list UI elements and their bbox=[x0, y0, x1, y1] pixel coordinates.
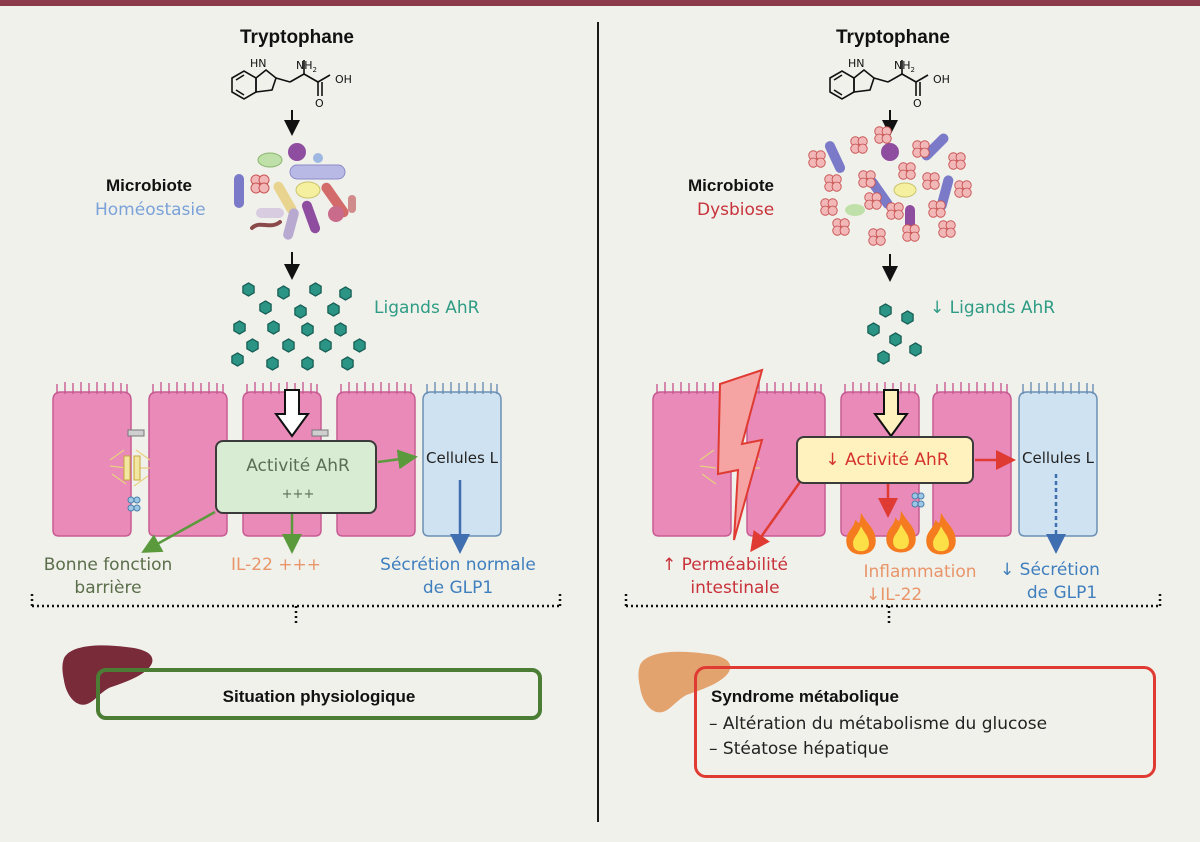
left-ligands-label: Ligands AhR bbox=[374, 298, 480, 318]
left-glp1-line2: de GLP1 bbox=[422, 578, 494, 598]
right-dysbiosis-label: Dysbiose bbox=[697, 200, 775, 220]
left-glp1-line1: Sécrétion normale bbox=[380, 555, 536, 575]
right-outcome-item1: – Altération du métabolisme du glucose bbox=[709, 714, 1048, 734]
down-arrow-icon: ↓ bbox=[866, 585, 881, 605]
down-arrow-icon: ↓ bbox=[825, 450, 840, 470]
right-tryptophane-label: Tryptophane bbox=[835, 27, 951, 48]
down-arrow-icon: ↓ bbox=[930, 298, 945, 318]
left-nh2-label: NH2 bbox=[296, 59, 317, 75]
right-perm-line1: ↑ Perméabilité bbox=[662, 555, 788, 575]
right-perm-line2: intestinale bbox=[690, 578, 780, 598]
left-ahr-activity-box: Activité AhR +++ bbox=[215, 440, 377, 514]
left-oh-label: OH bbox=[335, 73, 352, 86]
left-outcome-label: Situation physiologique bbox=[222, 687, 416, 706]
left-ahr-level: +++ bbox=[281, 487, 315, 502]
right-outcome-title: Syndrome métabolique bbox=[711, 687, 899, 706]
down-arrow-icon: ↓ bbox=[1000, 560, 1015, 580]
right-nh2-label: NH2 bbox=[894, 59, 915, 75]
epithelium-right bbox=[652, 381, 1098, 537]
right-outcome-box: Syndrome métabolique – Altération du mét… bbox=[694, 666, 1156, 778]
left-barrier-line2: barrière bbox=[74, 578, 142, 598]
right-oh-label: OH bbox=[933, 73, 950, 86]
right-microbiote-label: Microbiote bbox=[688, 176, 774, 195]
right-cells-l-label: Cellules L bbox=[1022, 449, 1094, 467]
panel-divider bbox=[597, 22, 599, 822]
ahr-ligands-left bbox=[231, 282, 366, 371]
right-glp1-line2: de GLP1 bbox=[1026, 583, 1098, 603]
left-barrier-line1: Bonne fonction bbox=[43, 555, 173, 575]
epithelium-left bbox=[52, 381, 502, 537]
up-arrow-icon: ↑ bbox=[662, 555, 677, 575]
left-ahr-activity-label: Activité AhR bbox=[246, 456, 350, 476]
right-ahr-activity-label: ↓ Activité AhR bbox=[825, 450, 949, 470]
right-outcome-item2: – Stéatose hépatique bbox=[709, 739, 889, 759]
right-il22-label: ↓IL-22 bbox=[866, 585, 923, 605]
left-il22-label: IL-22 +++ bbox=[230, 555, 322, 575]
right-ahr-activity-box: ↓ Activité AhR bbox=[796, 436, 974, 484]
left-o-label: O bbox=[315, 97, 324, 110]
left-homeostasis-label: Homéostasie bbox=[95, 200, 206, 220]
right-ligands-label: ↓ Ligands AhR bbox=[930, 298, 1056, 318]
left-outcome-box: Situation physiologique bbox=[96, 668, 542, 720]
left-tryptophane-label: Tryptophane bbox=[239, 27, 355, 48]
right-inflammation-label: Inflammation bbox=[863, 562, 977, 582]
right-glp1-line1: ↓ Sécrétion bbox=[1000, 560, 1100, 580]
top-accent-bar bbox=[0, 0, 1200, 6]
microbiota-healthy bbox=[234, 143, 356, 240]
ahr-ligands-right bbox=[867, 303, 922, 365]
left-cells-l-label: Cellules L bbox=[426, 449, 498, 467]
left-microbiote-label: Microbiote bbox=[106, 176, 192, 195]
right-o-label: O bbox=[913, 97, 922, 110]
microbiota-dysbiosis bbox=[808, 126, 972, 246]
left-nh-label: HN bbox=[250, 57, 267, 70]
right-nh-label: HN bbox=[848, 57, 865, 70]
